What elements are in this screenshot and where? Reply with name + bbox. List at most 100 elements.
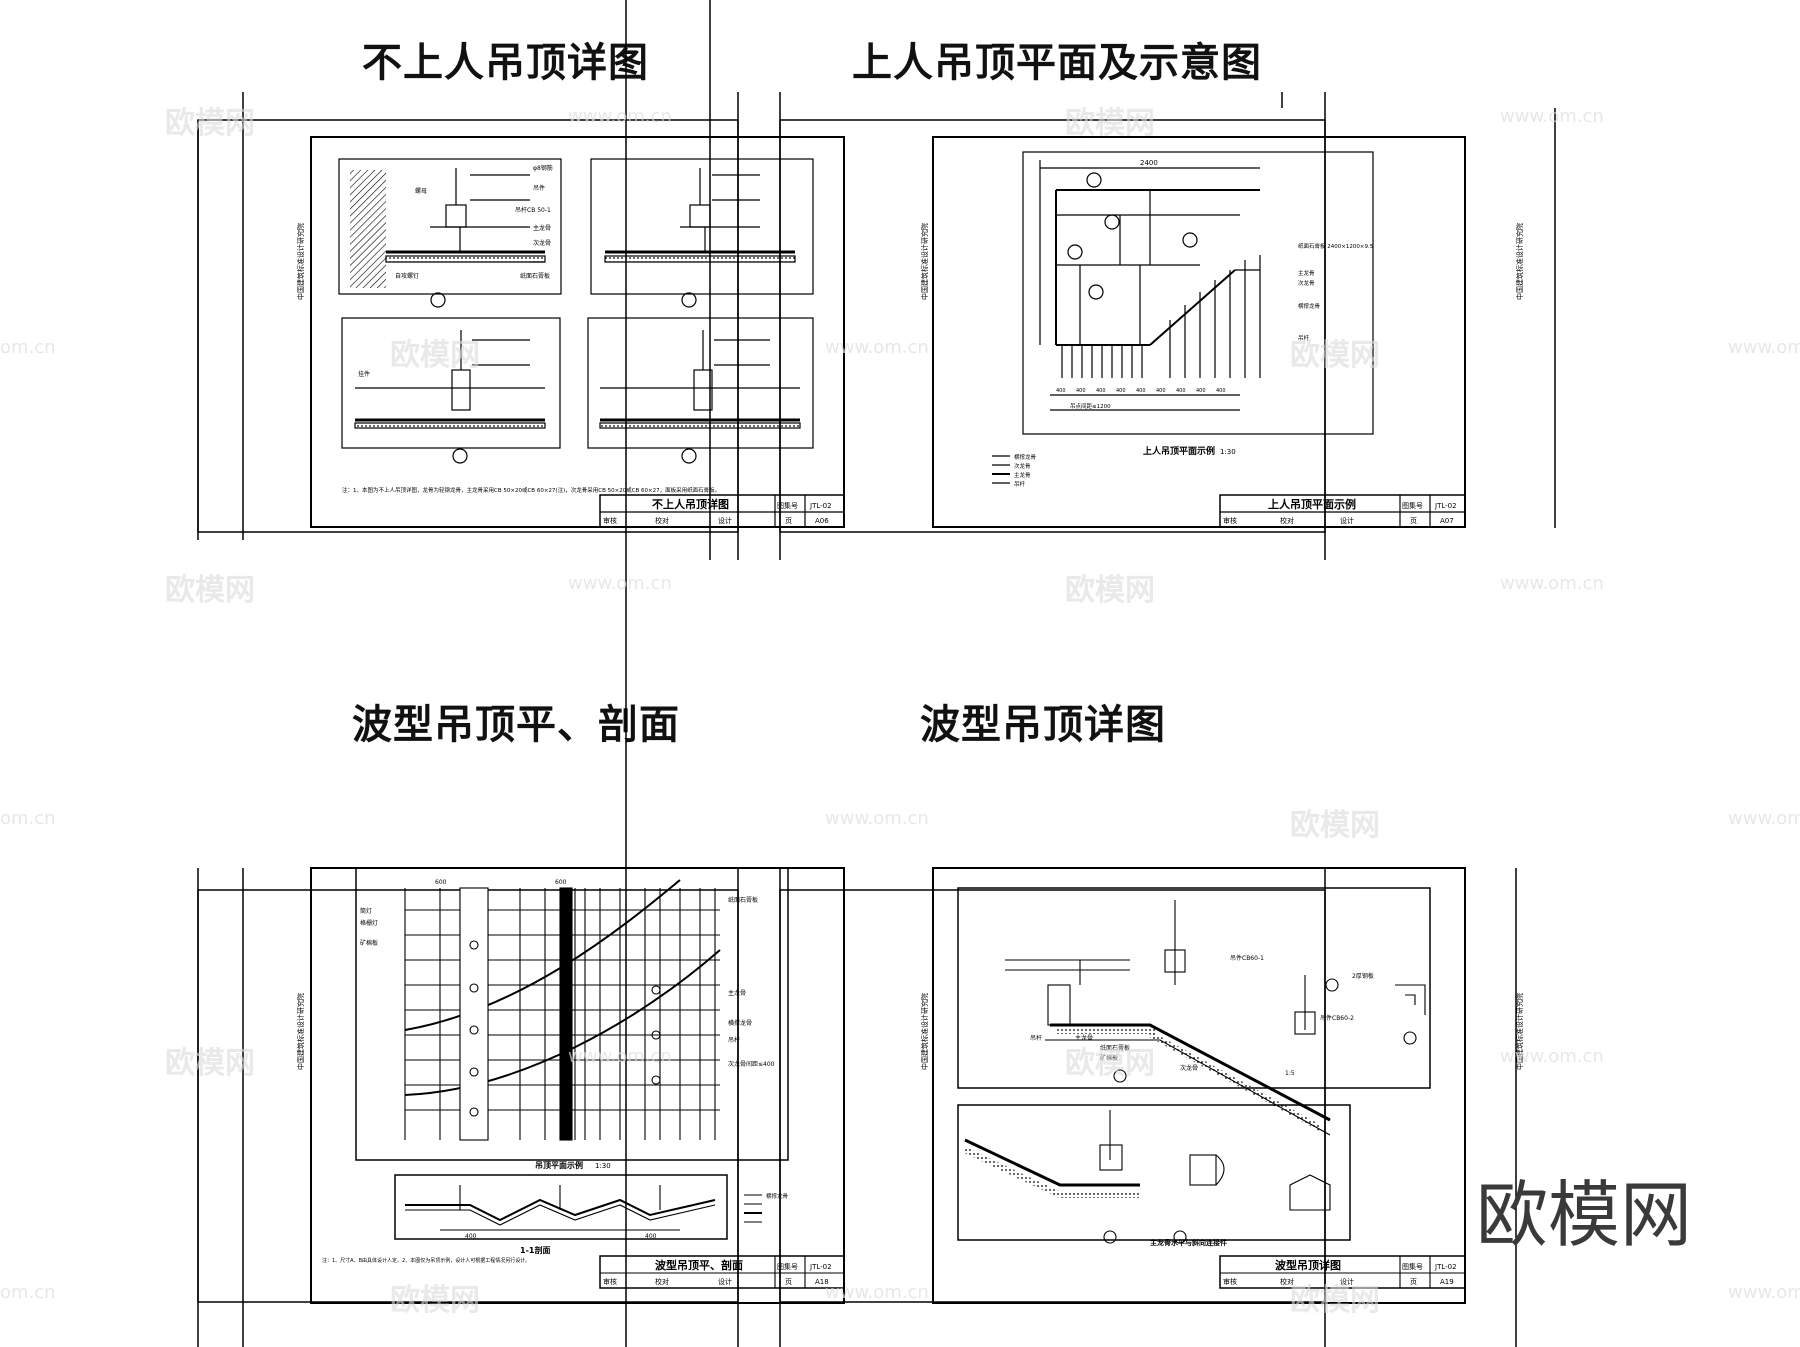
sheet-1-note: 注：1、本图为不上人吊顶详图，龙骨为轻钢龙骨，主龙骨采用CB 50×20或CB … [342, 486, 720, 494]
watermark-brand-5: 欧模网 [165, 573, 255, 608]
sheet-4-label-1: 吊杆 [1030, 1034, 1042, 1042]
sheet-4-frame [779, 867, 1466, 1304]
side-text-6: 中国建筑标准设计研究院 [1515, 993, 1524, 1070]
panel-title-3: 波型吊顶平、剖面 [352, 702, 680, 748]
sheet-4-text: 波型吊顶详图 图集号 JTL-02 审核 校对 设计 页 A19 主龙骨水平与斜… [1030, 954, 1457, 1286]
sheet-2-drawings [992, 151, 1466, 528]
sheet-3-label-7: 格栅灯 [360, 919, 378, 927]
sheet-4-label-8: 2厚钢板 [1352, 972, 1374, 980]
sheet-2-dim-top: 2400 [1140, 159, 1158, 167]
sheet-1-code-label: 图集号 [777, 501, 798, 510]
watermark-url-2: www.om.cn [1500, 106, 1604, 127]
sheet-3-label-1: 纸面石膏板 [728, 896, 758, 904]
guide-lines [197, 0, 1556, 1347]
sheet-2-dim-b9: 400 [1216, 388, 1226, 394]
watermark-url-13: om.cn [0, 1282, 56, 1303]
side-texts: 中国建筑标准设计研究院 中国建筑标准设计研究院 中国建筑标准设计研究院 中国建筑… [296, 223, 1524, 1070]
brand-logo: 欧模网 [1476, 1173, 1693, 1257]
sheet-3-dim-1: 600 [435, 879, 447, 886]
side-text-2: 中国建筑标准设计研究院 [920, 223, 929, 300]
sheet-3-scale: 1:30 [595, 1162, 611, 1170]
sheet-3-sign-2: 校对 [655, 1277, 669, 1286]
sheet-2-title: 上人吊顶平面示例 [1268, 497, 1356, 511]
watermark-url-9: www.om.cn [825, 808, 929, 829]
sheet-2-page-label: 页 [1410, 517, 1417, 525]
sheet-1-sign-3: 设计 [718, 516, 732, 525]
watermark-url-3: om.cn [0, 337, 56, 358]
sheet-3-title: 波型吊顶平、剖面 [655, 1258, 743, 1272]
sheet-1-label-4: 吊杆CB 50-1 [515, 206, 551, 214]
side-text-4: 中国建筑标准设计研究院 [920, 993, 929, 1070]
watermark-brand-3: 欧模网 [390, 338, 480, 373]
sheet-3-page-label: 页 [785, 1278, 792, 1286]
watermark-url-10: www.om.cn [1728, 808, 1800, 829]
sheet-4-page-label: 页 [1410, 1278, 1417, 1286]
sheet-1-label-9: 挂件 [358, 370, 370, 378]
sheet-1-title: 不上人吊顶详图 [652, 497, 729, 511]
sheet-2-dim-b3: 400 [1096, 388, 1106, 394]
sheet-4-label-4: 纸面石膏板 [1100, 1044, 1130, 1052]
sheet-3-caption-plan: 吊顶平面示例 [535, 1160, 583, 1170]
sheet-2-sign-2: 校对 [1280, 516, 1294, 525]
sheet-2-page: A07 [1440, 517, 1454, 525]
sheet-4-label-6: 吊件CB60-1 [1230, 954, 1264, 962]
watermark-url-14: www.om.cn [825, 1282, 929, 1303]
sheet-4-sign-3: 设计 [1340, 1277, 1354, 1286]
sheet-3-legend-1: 横撑龙骨 [766, 1192, 789, 1200]
sheet-2-dim-b6: 400 [1156, 388, 1166, 394]
sheet-2-label-4: 横撑龙骨 [1298, 302, 1321, 310]
sheet-2-code-label: 图集号 [1402, 501, 1423, 510]
watermark-url-12: www.om.cn [1500, 1046, 1604, 1067]
sheet-4-sign-1: 审核 [1223, 1277, 1237, 1286]
watermark-brand-9: 欧模网 [1065, 1046, 1155, 1081]
sheet-3-dim-3: 400 [465, 1233, 477, 1240]
sheet-2-legend-4: 吊杆 [1014, 480, 1026, 488]
sheet-2-dim-b8: 400 [1196, 388, 1206, 394]
sheet-3-label-4: 吊杆 [728, 1036, 740, 1044]
panel-title-1: 不上人吊顶详图 [362, 40, 649, 86]
sheet-2-label-6: 吊点间距≤1200 [1070, 402, 1111, 410]
watermark-url-8: om.cn [0, 808, 56, 829]
sheet-2-legend-3: 主龙骨 [1014, 471, 1031, 479]
sheet-1-label-6: 次龙骨 [533, 239, 551, 247]
sheet-4-scale: 1:5 [1285, 1070, 1295, 1077]
sheet-3-code: JTL-02 [809, 1263, 832, 1271]
sheet-2-label-1: 纸面石膏板 2400×1200×9.5 [1298, 242, 1374, 250]
sheet-2-dim-b4: 400 [1116, 388, 1126, 394]
sheet-3-dim-2: 600 [555, 879, 567, 886]
sheet-4-sign-2: 校对 [1280, 1277, 1294, 1286]
sheet-2-dim-b5: 400 [1136, 388, 1146, 394]
sheet-3-code-label: 图集号 [777, 1262, 798, 1271]
sheet-2-sign-1: 审核 [1223, 516, 1237, 525]
side-text-3: 中国建筑标准设计研究院 [296, 993, 305, 1070]
sheet-1-label-2: 吊件 [533, 184, 545, 192]
watermark-url-1: www.om.cn [568, 106, 672, 127]
sheet-3-label-2: 主龙骨 [728, 989, 746, 997]
sheet-3-sign-1: 审核 [603, 1277, 617, 1286]
sheet-3-note: 注：1、尺寸A、B由具体设计人定。2、本图仅为吊顶示例，设计人可根据工程情况另行… [322, 1257, 530, 1264]
sheet-4-page: A19 [1440, 1278, 1454, 1286]
sheet-1-page-label: 页 [785, 517, 792, 525]
sheet-1-code: JTL-02 [809, 502, 832, 510]
sheet-2-label-3: 次龙骨 [1298, 279, 1315, 287]
side-text-1: 中国建筑标准设计研究院 [296, 223, 305, 300]
watermark-brand-1: 欧模网 [165, 106, 255, 141]
sheet-1-text: 不上人吊顶详图 图集号 JTL-02 审核 校对 设计 页 A06 φ8钢筋 吊… [342, 164, 832, 525]
sheet-2-legend-2: 次龙骨 [1014, 462, 1031, 470]
sheet-2-dim-b2: 400 [1076, 388, 1086, 394]
watermark-url-5: www.om.cn [1728, 337, 1800, 358]
sheet-3-label-8: 矿棉板 [360, 939, 378, 947]
sheet-2-dim-b1: 400 [1056, 388, 1066, 394]
sheet-1-label-3: 螺母 [415, 187, 427, 195]
sheet-4-label-5: 矿棉板 [1100, 1054, 1118, 1062]
panel-title-4: 波型吊顶详图 [920, 702, 1166, 748]
sheet-3-caption-section: 1-1剖面 [520, 1245, 550, 1255]
sheet-2-code: JTL-02 [1434, 502, 1457, 510]
watermark-url-15: www.om.cn [1728, 1282, 1800, 1303]
sheet-4-code-label: 图集号 [1402, 1262, 1423, 1271]
panel-title-2: 上人吊顶平面及示意图 [852, 40, 1262, 86]
sheet-1-page: A06 [815, 517, 829, 525]
sheet-2-label-5: 吊杆 [1298, 334, 1310, 342]
sheet-3-sign-3: 设计 [718, 1277, 732, 1286]
watermark-brand-7: 欧模网 [1290, 808, 1380, 843]
